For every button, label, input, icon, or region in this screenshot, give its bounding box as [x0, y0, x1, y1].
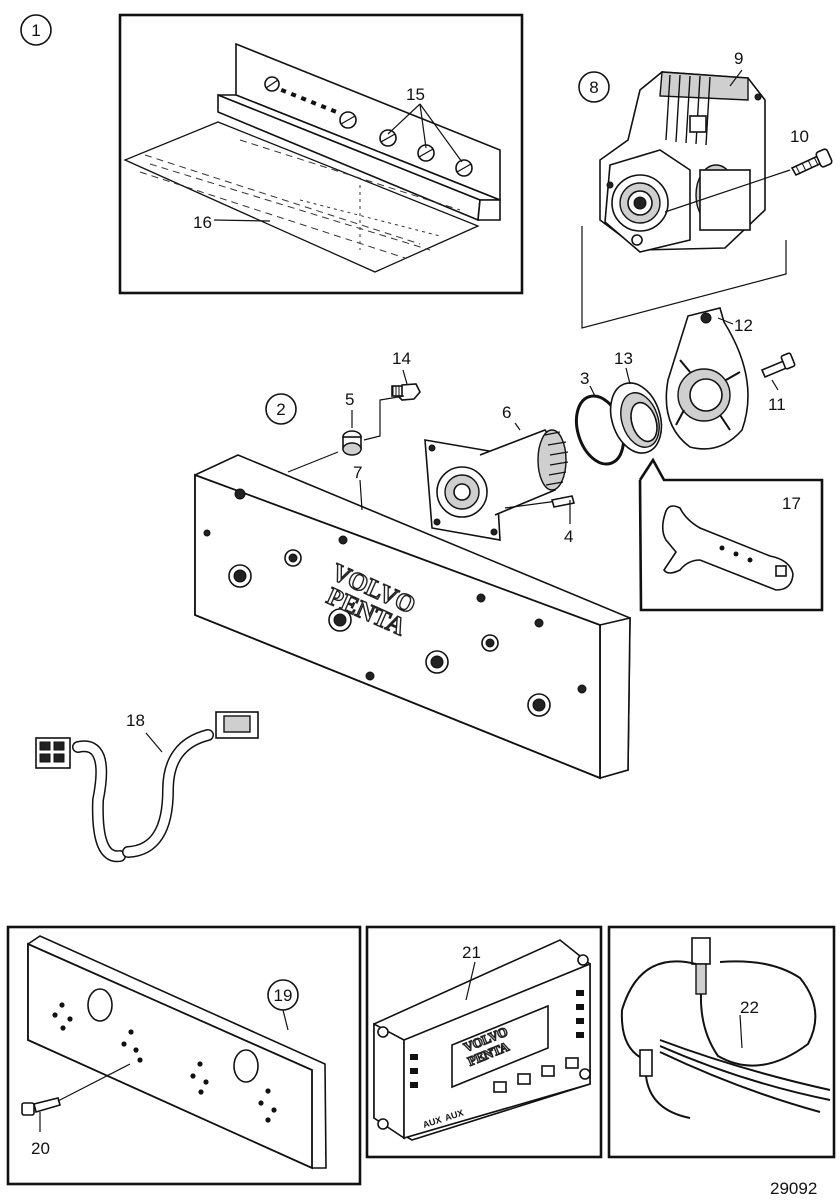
group-2-label: 2	[276, 400, 285, 419]
part-4-label: 4	[564, 527, 573, 546]
part-18-label: 18	[126, 711, 145, 730]
actuator-housing	[599, 71, 791, 253]
part-15-label: 15	[406, 85, 425, 104]
part-13-label: 13	[614, 349, 633, 368]
screw-4	[504, 495, 576, 524]
group-8-bracket	[581, 226, 787, 329]
wrench-inset-17	[638, 457, 824, 612]
flange-12	[665, 307, 749, 450]
part-19-label: 19	[274, 986, 293, 1005]
screw-20	[21, 1063, 131, 1132]
panel-holes	[203, 488, 587, 717]
part-11-label: 11	[768, 395, 786, 414]
part-9-label: 9	[734, 49, 743, 68]
part-6-label: 6	[502, 403, 511, 422]
harness-18	[35, 711, 259, 863]
inset-plate	[6, 925, 362, 1186]
group-2: 2 14 5	[194, 307, 824, 780]
inset-cable-frame	[607, 925, 836, 1159]
part-16-label: 16	[193, 213, 212, 232]
group-8-label: 8	[589, 78, 598, 97]
part-21-label: 21	[462, 943, 481, 962]
inset-module: VOLVO PENTA AUX AUX	[365, 925, 603, 1159]
group-8-circle	[578, 71, 610, 103]
figure-number: 29092	[770, 1179, 817, 1198]
group-2-circle	[265, 393, 297, 425]
part-5-label: 5	[345, 390, 354, 409]
part-7-label: 7	[353, 463, 362, 482]
part-10-label: 10	[790, 127, 809, 146]
motor-6	[424, 422, 569, 541]
group-1-circle	[20, 14, 52, 46]
inset-cable	[607, 925, 836, 1159]
screw-11	[760, 352, 796, 391]
part-12-label: 12	[734, 316, 753, 335]
panel-edge-drawing	[123, 42, 501, 273]
volvo-penta-logo: VOLVO PENTA	[322, 558, 420, 642]
inset-1: 1	[20, 13, 524, 295]
part-20-label: 20	[31, 1139, 50, 1158]
part-17-label: 17	[782, 494, 801, 513]
part-3-label: 3	[580, 369, 589, 388]
group-8-actuator: 8 9	[578, 49, 833, 329]
connector-right	[215, 711, 259, 739]
bolt-14	[363, 383, 421, 441]
control-panel-7: VOLVO PENTA	[194, 454, 631, 780]
adapter-13	[609, 367, 663, 454]
part-14-label: 14	[392, 349, 411, 368]
part-22-label: 22	[740, 998, 759, 1017]
bolt-10	[790, 148, 833, 177]
group-1-label: 1	[31, 21, 40, 40]
inset-module-frame	[365, 925, 603, 1159]
inset-plate-frame	[6, 925, 362, 1186]
bushing-5	[342, 430, 362, 456]
inset-1-frame	[118, 13, 524, 295]
connector-left	[35, 737, 71, 769]
